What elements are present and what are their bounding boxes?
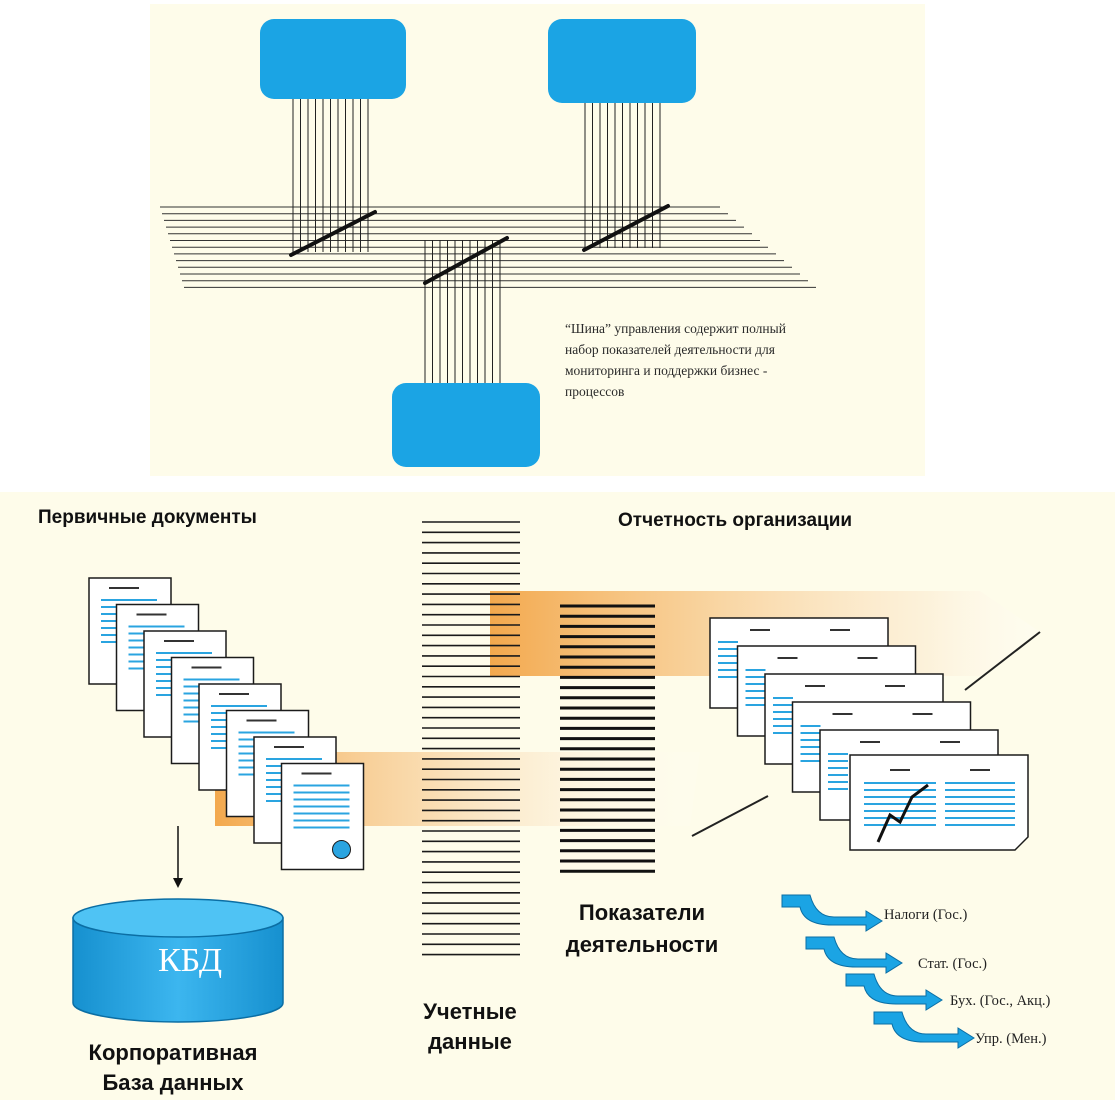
output-arrow — [873, 1011, 975, 1049]
output-arrow-shape — [805, 936, 903, 974]
report-trend-line — [876, 783, 929, 843]
report-front-sheet — [849, 754, 1029, 851]
bus-node-left — [260, 19, 406, 99]
accounting-data-label: Учетные данные — [423, 999, 517, 1054]
performance-indicators-label: Показатели деятельности — [565, 900, 719, 957]
reports-stack — [709, 617, 1029, 851]
bus-node-right — [548, 19, 696, 103]
output-arrow-shape — [845, 973, 943, 1011]
output-label-management: Упр. (Мен.) — [975, 1031, 1047, 1047]
database-abbreviation: КБД — [157, 942, 223, 979]
output-arrow — [805, 936, 903, 974]
primary-document — [280, 762, 365, 871]
output-label-taxes: Налоги (Гос.) — [884, 907, 968, 923]
corporate-database-label: Корпоративная База данных — [88, 1040, 258, 1095]
document-sheet — [280, 762, 365, 871]
primary-documents-stack — [88, 577, 365, 871]
output-arrows — [781, 894, 975, 1049]
output-arrow — [781, 894, 883, 932]
primary-documents-heading: Первичные документы — [38, 507, 257, 528]
arrow-upper-tip-line — [964, 631, 1041, 691]
output-label-accounting: Бух. (Гос., Акц.) — [950, 993, 1051, 1009]
document-seal — [332, 840, 351, 859]
report-front — [849, 754, 1029, 851]
output-arrow — [845, 973, 943, 1011]
accounting-data-lines — [422, 521, 520, 956]
organization-reports-heading: Отчетность организации — [618, 510, 853, 531]
output-label-statistics: Стат. (Гос.) — [918, 956, 987, 972]
corporate-database-icon — [72, 898, 284, 1023]
output-arrow-shape — [873, 1011, 975, 1049]
arrow-lower-tip-line — [691, 795, 769, 837]
bus-description-note: “Шина” управления содержит полный набор … — [565, 321, 786, 399]
output-arrow-shape — [781, 894, 883, 932]
bus-connector-diagonals — [289, 204, 670, 285]
bus-node-bottom — [392, 383, 540, 467]
arrow-down-to-db — [173, 826, 183, 888]
indicator-lines — [560, 604, 655, 873]
